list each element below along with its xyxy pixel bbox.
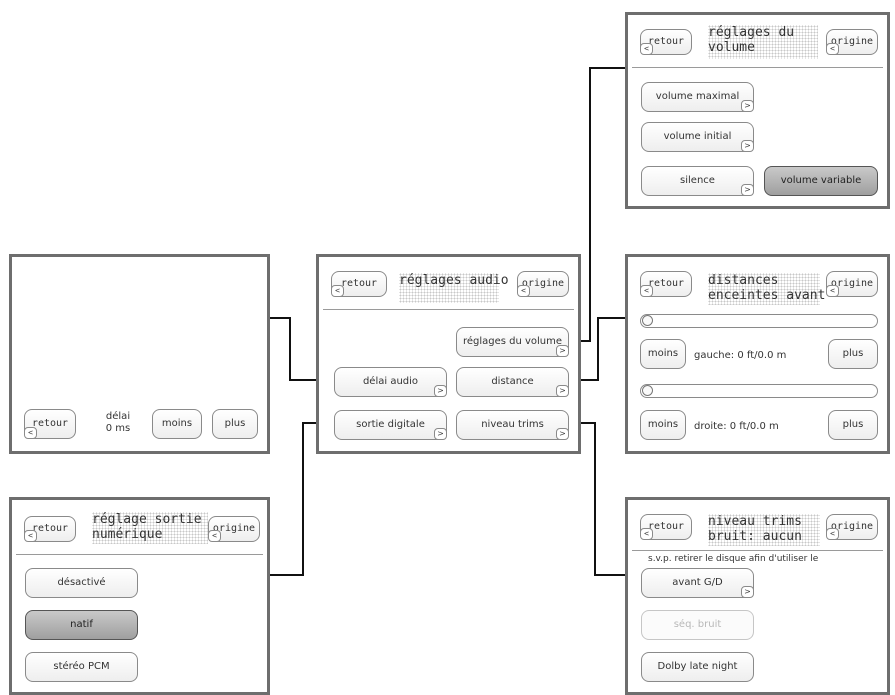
back-arrow-icon: <	[640, 285, 653, 297]
back-arrow-icon: <	[24, 427, 37, 439]
arrow-to-distance	[568, 312, 642, 381]
back-arrow-icon: <	[640, 43, 653, 55]
back-button[interactable]: retour <	[24, 516, 76, 542]
right-distance-value: droite: 0 ft/0.0 m	[694, 421, 779, 432]
back-arrow-icon: <	[331, 285, 344, 297]
max-volume-button[interactable]: volume maximal >	[641, 82, 754, 112]
mute-button[interactable]: silence >	[641, 166, 754, 196]
right-distance-slider[interactable]	[640, 384, 878, 398]
option-disabled-button[interactable]: désactivé	[25, 568, 138, 598]
page-title: réglage sortie numérique	[92, 512, 208, 544]
page-title: réglages du volume	[708, 25, 818, 59]
next-arrow-icon: >	[741, 100, 754, 112]
left-distance-slider[interactable]	[640, 314, 878, 328]
origin-button[interactable]: origine <	[517, 271, 569, 297]
dolby-late-night-button[interactable]: Dolby late night	[641, 652, 754, 682]
disc-removal-notice: s.v.p. retirer le disque afin d'utiliser…	[648, 554, 819, 564]
trim-levels-button[interactable]: niveau trims >	[456, 410, 569, 440]
next-arrow-icon: >	[741, 140, 754, 152]
page-title: distances enceintes avant	[708, 273, 826, 305]
arrow-to-trims	[568, 422, 642, 581]
audio-settings-screen: retour < réglages audio origine < réglag…	[316, 254, 581, 454]
divider	[632, 67, 883, 68]
next-arrow-icon: >	[556, 345, 569, 357]
minus-button[interactable]: moins	[640, 339, 686, 369]
option-native-button[interactable]: natif	[25, 610, 138, 640]
distance-button[interactable]: distance >	[456, 367, 569, 397]
back-button[interactable]: retour <	[640, 271, 692, 297]
digital-output-button[interactable]: sortie digitale >	[334, 410, 447, 440]
next-arrow-icon: >	[556, 385, 569, 397]
back-label: retour	[340, 278, 378, 290]
back-arrow-icon: <	[24, 530, 37, 542]
divider	[323, 309, 574, 310]
plus-button[interactable]: plus	[212, 409, 258, 439]
back-arrow-icon: <	[826, 285, 839, 297]
initial-volume-button[interactable]: volume initial >	[641, 122, 754, 152]
next-arrow-icon: >	[434, 428, 447, 440]
origin-button[interactable]: origine <	[208, 516, 260, 542]
minus-button[interactable]: moins	[640, 410, 686, 440]
left-distance-value: gauche: 0 ft/0.0 m	[694, 350, 787, 361]
origin-button[interactable]: origine <	[826, 271, 878, 297]
plus-button[interactable]: plus	[828, 410, 878, 440]
back-button[interactable]: retour <	[24, 409, 76, 439]
page-title: réglages audio	[399, 273, 509, 303]
divider	[16, 554, 263, 555]
front-left-right-button[interactable]: avant G/D >	[641, 568, 754, 598]
back-button[interactable]: retour <	[331, 271, 387, 297]
page-title: niveau trims bruit: aucun	[708, 514, 820, 546]
option-stereo-pcm-button[interactable]: stéréo PCM	[25, 652, 138, 682]
variable-volume-button[interactable]: volume variable	[764, 166, 878, 196]
back-button[interactable]: retour <	[640, 514, 692, 540]
slider-handle[interactable]	[642, 385, 653, 396]
slider-handle[interactable]	[642, 315, 653, 326]
next-arrow-icon: >	[741, 184, 754, 196]
back-arrow-icon: <	[640, 528, 653, 540]
digital-output-screen: retour < réglage sortie numérique origin…	[9, 497, 270, 695]
next-arrow-icon: >	[556, 428, 569, 440]
next-arrow-icon: >	[741, 586, 754, 598]
volume-settings-screen: retour < réglages du volume origine < vo…	[625, 12, 890, 209]
origin-button[interactable]: origine <	[826, 514, 878, 540]
back-button[interactable]: retour <	[640, 29, 692, 55]
audio-delay-screen: retour < délai 0 ms moins plus	[9, 254, 270, 454]
divider	[632, 550, 883, 551]
volume-settings-button[interactable]: réglages du volume >	[456, 327, 569, 357]
plus-button[interactable]: plus	[828, 339, 878, 369]
noise-sequence-button[interactable]: séq. bruit	[641, 610, 754, 640]
back-arrow-icon: <	[826, 528, 839, 540]
trim-levels-screen: retour < niveau trims bruit: aucun origi…	[625, 497, 890, 695]
origin-label: origine	[521, 278, 565, 290]
next-arrow-icon: >	[434, 385, 447, 397]
delay-label: délai 0 ms	[105, 411, 131, 434]
origin-button[interactable]: origine <	[826, 29, 878, 55]
minus-button[interactable]: moins	[152, 409, 202, 439]
back-arrow-icon: <	[208, 530, 221, 542]
back-arrow-icon: <	[517, 285, 530, 297]
back-arrow-icon: <	[826, 43, 839, 55]
speaker-distance-screen: retour < distances enceintes avant origi…	[625, 254, 890, 454]
audio-delay-button[interactable]: délai audio >	[334, 367, 447, 397]
